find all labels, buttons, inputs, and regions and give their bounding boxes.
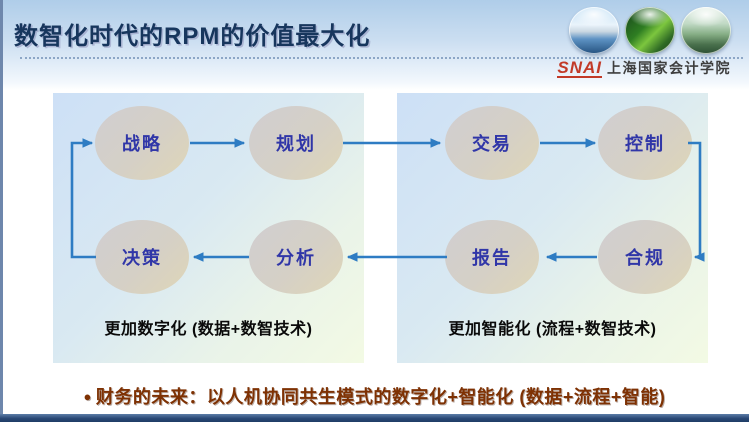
flow-node-analysis: 分析	[249, 220, 343, 294]
flow-node-decision: 决策	[95, 220, 189, 294]
campus-photos	[569, 7, 731, 54]
panel-digitalization: 战略 规划 决策 分析 更加数字化 (数据+数智技术)	[53, 93, 364, 363]
title-divider	[20, 57, 743, 59]
flow-node-strategy: 战略	[95, 106, 189, 180]
slide-left-border	[0, 0, 3, 422]
caption-intelligence: 更加智能化 (流程+数智技术)	[448, 321, 657, 338]
flow-node-control: 控制	[598, 106, 692, 180]
page-title: 数智化时代的RPM的价值最大化	[14, 23, 371, 50]
flow-node-compliance: 合规	[598, 220, 692, 294]
flow-node-report: 报告	[445, 220, 539, 294]
campus-photo-lawn-icon	[625, 7, 675, 54]
footer-text: 财务的未来：以人机协同共生模式的数字化+智能化 (数据+流程+智能)	[95, 387, 666, 407]
panel-intelligence: 交易 控制 报告 合规 更加智能化 (流程+数智技术)	[397, 93, 708, 363]
slide-header: 数智化时代的RPM的价值最大化 SNAI 上海国家会计学院	[0, 0, 749, 90]
caption-digitalization: 更加数字化 (数据+数智技术)	[104, 321, 313, 338]
institute-name: 上海国家会计学院	[607, 60, 731, 76]
campus-photo-building-icon	[569, 7, 619, 54]
bullet-icon: ●	[83, 389, 92, 404]
institute-logo: SNAI 上海国家会计学院	[557, 58, 731, 78]
footer-statement: ●财务的未来：以人机协同共生模式的数字化+智能化 (数据+流程+智能)	[0, 383, 749, 409]
campus-photo-trees-icon	[681, 7, 731, 54]
flow-node-transaction: 交易	[445, 106, 539, 180]
slide-bottom-bar	[0, 414, 749, 422]
flow-node-planning: 规划	[249, 106, 343, 180]
snai-brand-mark: SNAI	[557, 58, 602, 78]
